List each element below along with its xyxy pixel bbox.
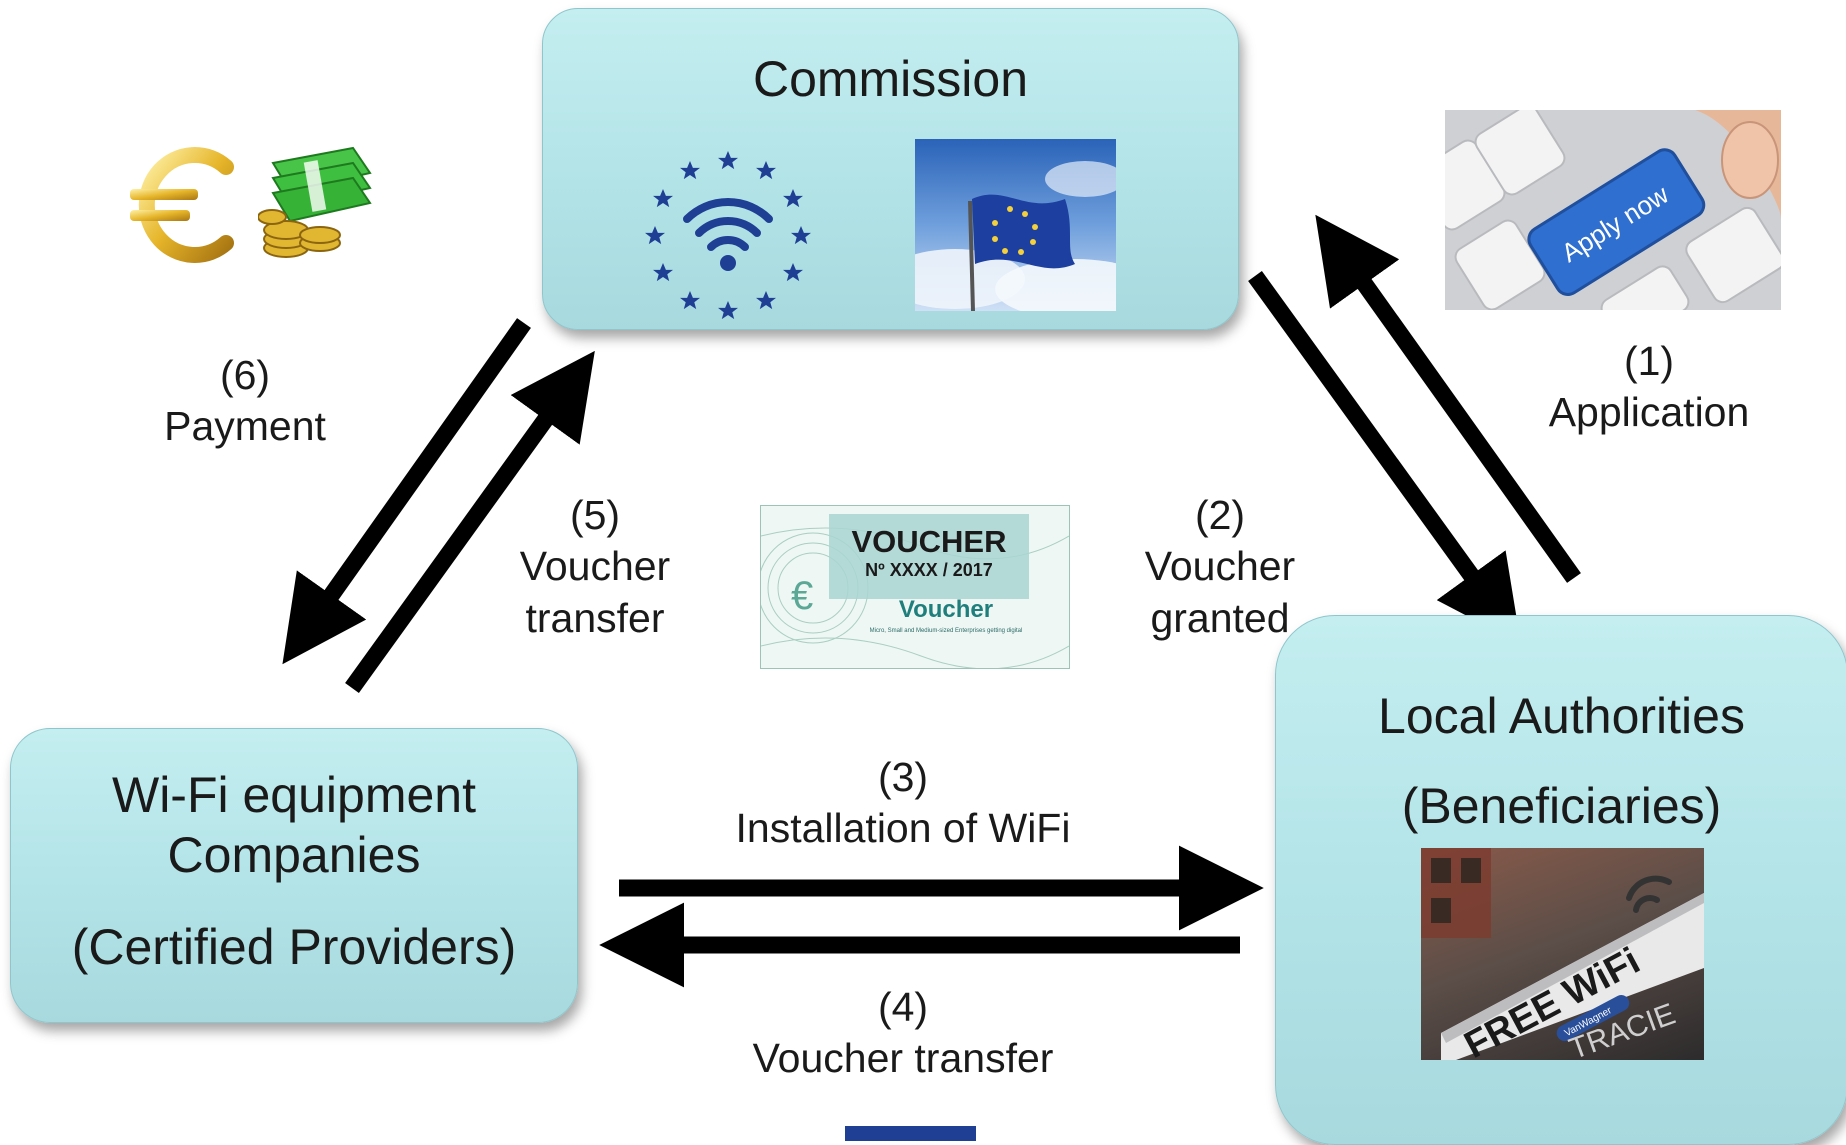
free-wifi-sign-icon: FREE WiFi VanWagner TRACIE [1421,848,1704,1060]
wifi-companies-title-line2: Companies [167,827,421,883]
bottom-bar [845,1126,976,1141]
euro-icon [130,147,234,263]
step-6-number: (6) [219,352,271,398]
step-4-number: (4) [877,984,929,1030]
step-4-label: (4) Voucher transfer [700,982,1106,1085]
step-3-text: Installation of WiFi [735,805,1071,852]
arrow-application [1315,214,1581,583]
commission-box: Commission [542,8,1239,330]
wifi-companies-title-line1: Wi-Fi equipment [112,767,476,823]
step-1-text: Application [1548,389,1750,436]
step-3-number: (3) [877,754,929,800]
step-6-text: Payment [164,403,326,450]
step-5-number: (5) [569,492,621,538]
eu-wifi-logo-icon [645,151,811,319]
step-1-number: (1) [1623,338,1675,384]
wifi-companies-box: Wi-Fi equipment Companies (Certified Pro… [10,728,578,1023]
step-1-label: (1) Application [1520,336,1778,439]
step-4-text: Voucher transfer [752,1035,1054,1082]
cash-icon [258,146,372,258]
arrow-payment [282,318,531,665]
eu-flag-icon [915,139,1116,311]
step-2-text-line2: granted [1150,594,1290,641]
local-authorities-box: Local Authorities (Beneficiaries) FREE W… [1275,615,1846,1145]
voucher-icon: VOUCHER Nº XXXX / 2017 Voucher Micro, Sm… [760,505,1070,669]
step-2-text-line1: Voucher [1144,543,1296,590]
arrow-voucher-transfer-5 [345,350,595,693]
voucher-name: Voucher [899,596,993,623]
local-authorities-subtitle: (Beneficiaries) [1401,778,1722,834]
commission-title: Commission [752,51,1029,107]
voucher-small: Micro, Small and Medium-sized Enterprise… [870,628,1023,634]
step-5-label: (5) Voucher transfer [490,490,700,644]
step-2-label: (2) Voucher granted [1110,490,1330,644]
step-2-number: (2) [1194,492,1246,538]
step-5-text-line1: Voucher [519,543,671,590]
step-6-label: (6) Payment [130,350,360,453]
voucher-number: Nº XXXX / 2017 [865,560,993,580]
wifi-companies-subtitle: (Certified Providers) [71,919,517,975]
voucher-title: VOUCHER [851,524,1006,559]
apply-now-key-icon: Apply now [1445,110,1781,310]
arrow-voucher-granted [1248,271,1521,645]
step-3-label: (3) Installation of WiFi [700,752,1106,855]
svg-text:€: € [791,574,813,618]
local-authorities-title: Local Authorities [1378,688,1745,744]
step-5-text-line2: transfer [525,594,665,641]
